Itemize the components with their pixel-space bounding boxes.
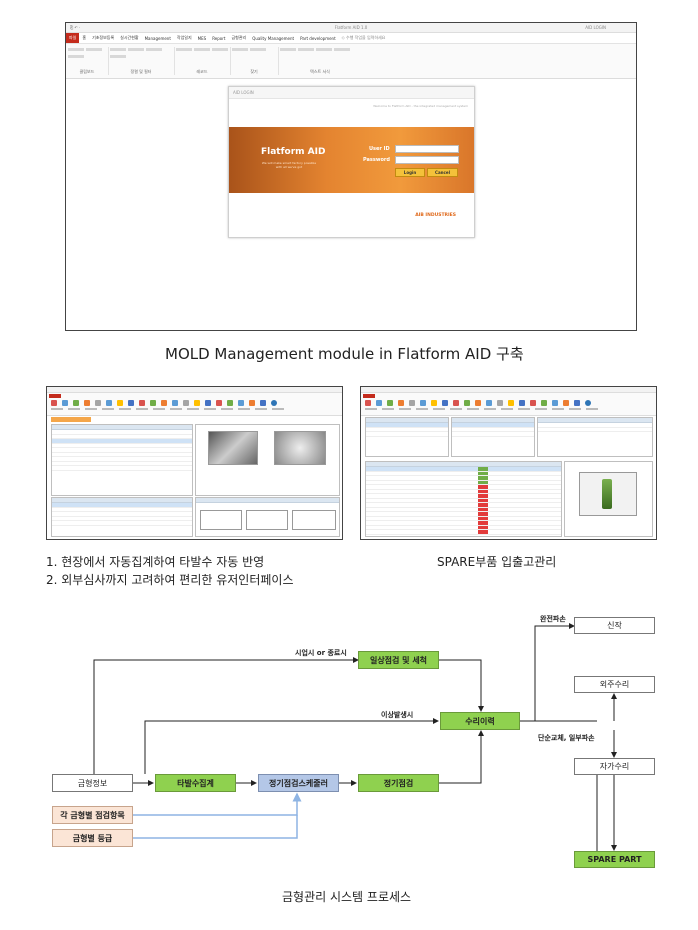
node-repair-history: 수리이력 xyxy=(440,712,520,730)
brand-tagline: We will make smart factory possible with… xyxy=(261,161,317,169)
edge-label-partial: 단순교체, 일부파손 xyxy=(538,734,595,742)
table-row[interactable] xyxy=(366,489,561,494)
table-row[interactable] xyxy=(366,521,561,526)
table-row[interactable] xyxy=(366,467,561,472)
user-id-label: User ID xyxy=(369,146,390,152)
login-button[interactable]: Login xyxy=(395,168,425,177)
edge-label-full-damage: 완전파손 xyxy=(540,615,566,623)
process-flow-connectors xyxy=(93,623,617,858)
table-row[interactable] xyxy=(366,530,561,535)
window-titlebar: ⎘ ↶ · Flatform AID 1.0 AID LOGIN xyxy=(66,23,636,33)
caption-left-line2: 2. 외부심사까지 고려하여 편리한 유저인터페이스 xyxy=(46,573,294,587)
menu-tab-quality[interactable]: Quality Management xyxy=(252,35,295,41)
ribbon-group-find[interactable]: 찾기 xyxy=(232,46,276,76)
edge-label-abnormal: 이상발생시 xyxy=(381,711,414,719)
user-id-input[interactable] xyxy=(395,145,459,153)
menu-bar: 파일 홈 기초정보등록 실시간현황 Management 작업일지 MES Re… xyxy=(66,33,636,44)
table-row[interactable] xyxy=(366,476,561,481)
caption-left-line1: 1. 현장에서 자동집계하여 타발수 자동 반영 xyxy=(46,555,265,569)
spare-part-screenshot xyxy=(360,386,657,540)
mold-management-screenshot xyxy=(46,386,343,540)
table-row[interactable] xyxy=(366,485,561,490)
edge-label-start-end: 시업시 or 종료시 xyxy=(295,649,347,657)
login-banner: Flatform AID We will make smart factory … xyxy=(229,127,474,193)
table-row[interactable] xyxy=(366,516,561,521)
node-mold-grade: 금형별 등급 xyxy=(52,829,133,847)
node-periodic-check: 정기점검 xyxy=(358,774,439,792)
login-dialog: AID LOGIN Welcome to Flatform AID - the … xyxy=(228,86,475,238)
tell-me-search[interactable]: ◇ 수행 작업을 입력하세요 xyxy=(341,35,386,40)
menu-tab-management[interactable]: Management xyxy=(144,35,171,41)
node-self-repair: 자가수리 xyxy=(574,758,655,775)
node-outsource-repair: 외주수리 xyxy=(574,676,655,693)
ribbon-group-sort-filter[interactable]: 정렬 및 필터 xyxy=(110,46,172,76)
menu-tab-home[interactable]: 홈 xyxy=(82,35,87,40)
table-row[interactable] xyxy=(366,480,561,485)
node-pm-scheduler: 정기점검스케줄러 xyxy=(258,774,339,792)
window-title: Flatform AID 1.0 xyxy=(334,25,368,30)
table-row[interactable] xyxy=(366,525,561,530)
node-daily-check: 일상점검 및 세척 xyxy=(358,651,439,669)
table-row[interactable] xyxy=(366,503,561,508)
menu-tab-mes[interactable]: MES xyxy=(197,35,207,41)
login-dialog-title: AID LOGIN xyxy=(229,87,474,99)
menu-tab-mold[interactable]: 금형관리 xyxy=(231,35,247,40)
login-dialog-subtitle: Welcome to Flatform AID - the integrated… xyxy=(373,104,468,108)
password-label: Password xyxy=(363,157,390,163)
cancel-button[interactable]: Cancel xyxy=(427,168,458,177)
table-row[interactable] xyxy=(366,471,561,476)
caption-top: MOLD Management module in Flatform AID 구… xyxy=(165,345,524,363)
ribbon: 클립보드 정렬 및 필터 레코드 찾기 텍스트 서식 xyxy=(66,44,636,79)
brand-name: Flatform AID xyxy=(261,147,326,157)
menu-tab-basic-info[interactable]: 기초정보등록 xyxy=(92,35,115,40)
window-user: AID LOGIN xyxy=(585,25,606,30)
menu-tab-realtime[interactable]: 실시간현황 xyxy=(120,35,139,40)
table-row[interactable] xyxy=(366,494,561,499)
node-new-make: 신작 xyxy=(574,617,655,634)
quick-access-toolbar[interactable]: ⎘ ↶ · xyxy=(70,25,81,30)
ribbon-group-clipboard[interactable]: 클립보드 xyxy=(68,46,106,76)
menu-tab-report[interactable]: Report xyxy=(212,35,226,41)
table-row[interactable] xyxy=(366,512,561,517)
ribbon-group-record[interactable]: 레코드 xyxy=(176,46,228,76)
table-row[interactable] xyxy=(366,498,561,503)
node-shot-count: 타발수집계 xyxy=(155,774,236,792)
caption-right: SPARE부품 입출고관리 xyxy=(437,555,557,569)
login-screenshot: ⎘ ↶ · Flatform AID 1.0 AID LOGIN 파일 홈 기초… xyxy=(65,22,637,331)
node-mold-info: 금형정보 xyxy=(52,774,133,792)
node-check-items: 각 금형별 점검항목 xyxy=(52,806,133,824)
menu-tab-file[interactable]: 파일 xyxy=(66,33,80,43)
company-logo-text: AIB INDUSTRIES xyxy=(415,213,456,218)
caption-bottom: 금형관리 시스템 프로세스 xyxy=(282,890,412,904)
menu-tab-work-log[interactable]: 작업일지 xyxy=(176,35,192,40)
password-input[interactable] xyxy=(395,156,459,164)
node-spare-part: SPARE PART xyxy=(574,851,655,868)
ribbon-group-text-format[interactable]: 텍스트 서식 xyxy=(280,46,360,76)
table-row[interactable] xyxy=(366,507,561,512)
menu-tab-part-dev[interactable]: Part development xyxy=(300,35,336,41)
